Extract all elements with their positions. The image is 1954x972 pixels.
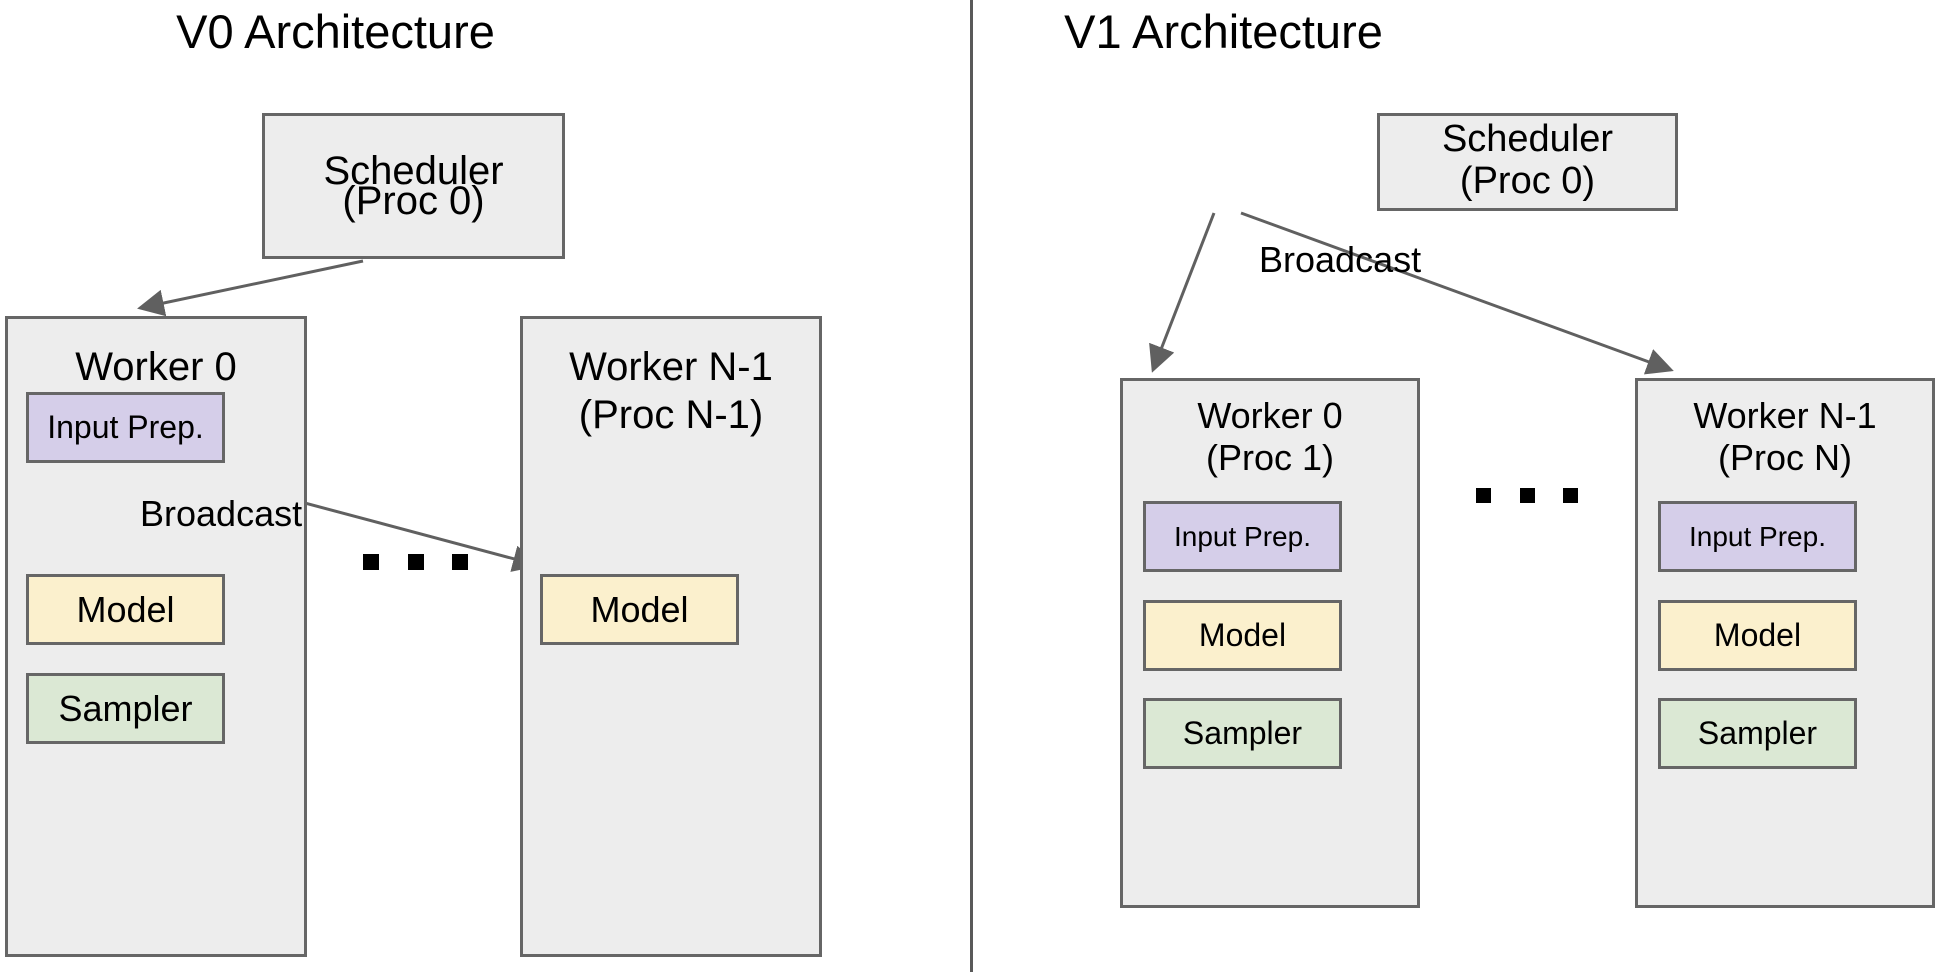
edge-scheduler-to-workerN (1240, 211, 1674, 375)
v1-ellipsis-dot (1476, 487, 1491, 503)
v1-ellipsis-dot (1563, 487, 1578, 503)
v0-worker0-model-box[interactable]: Model (26, 574, 225, 645)
v0-workerN-line1: Worker N-1 (569, 345, 773, 389)
page-title-v0: V0 Architecture (176, 5, 495, 58)
v0-ellipsis (363, 552, 468, 572)
v0-worker0-sampler-box[interactable]: Sampler (26, 673, 225, 744)
v0-workerN-line2: (Proc N-1) (578, 393, 764, 437)
v1-workerN-model-box[interactable]: Model (1658, 600, 1857, 671)
v1-scheduler-box[interactable]: Scheduler (Proc 0) (1377, 113, 1678, 211)
edge-scheduler-to-worker0 (1149, 212, 1216, 373)
v1-worker0-line1: Worker 0 (1197, 395, 1343, 436)
v0-broadcast-label: Broadcast (140, 493, 303, 534)
v0-worker0-input-prep-box[interactable]: Input Prep. (26, 392, 225, 463)
v0-worker0-line1: Worker 0 (75, 345, 237, 389)
v1-scheduler-line2: (Proc 0) (1459, 160, 1596, 202)
v1-workerN-line1: Worker N-1 (1693, 395, 1877, 436)
v1-ellipsis (1476, 487, 1578, 503)
v1-scheduler-line1: Scheduler (1441, 118, 1614, 160)
v0-ellipsis-dot (407, 554, 424, 570)
panel-v0-architecture: V0 Architecture Scheduler (Proc 0) Worke… (0, 0, 971, 972)
v0-scheduler-line1: Scheduler (323, 148, 504, 193)
edge-scheduler-to-worker0 (137, 259, 364, 317)
v0-ellipsis-dot (363, 554, 379, 570)
panel-v1-architecture: V1 Architecture Scheduler (Proc 0) Broad… (971, 0, 1954, 972)
v0-scheduler-box[interactable]: Scheduler (Proc 0) (262, 113, 565, 259)
panel-divider (970, 0, 973, 972)
page-title-v1: V1 Architecture (1064, 5, 1383, 58)
v0-scheduler-line2: (Proc 0) (342, 179, 485, 224)
v1-workerN-sampler-box[interactable]: Sampler (1658, 698, 1857, 769)
v1-worker0-sampler-box[interactable]: Sampler (1143, 698, 1342, 769)
v1-worker0-line2: (Proc 1) (1205, 437, 1335, 478)
v0-ellipsis-dot (452, 554, 468, 570)
v1-workerN-line2: (Proc N) (1718, 437, 1852, 478)
v1-workerN-input-prep-box[interactable]: Input Prep. (1658, 501, 1857, 572)
v1-broadcast-label: Broadcast (1259, 239, 1422, 280)
v1-worker0-input-prep-box[interactable]: Input Prep. (1143, 501, 1342, 572)
v0-workerN-model-box[interactable]: Model (540, 574, 739, 645)
v1-worker0-model-box[interactable]: Model (1143, 600, 1342, 671)
v1-ellipsis-dot (1519, 487, 1535, 503)
